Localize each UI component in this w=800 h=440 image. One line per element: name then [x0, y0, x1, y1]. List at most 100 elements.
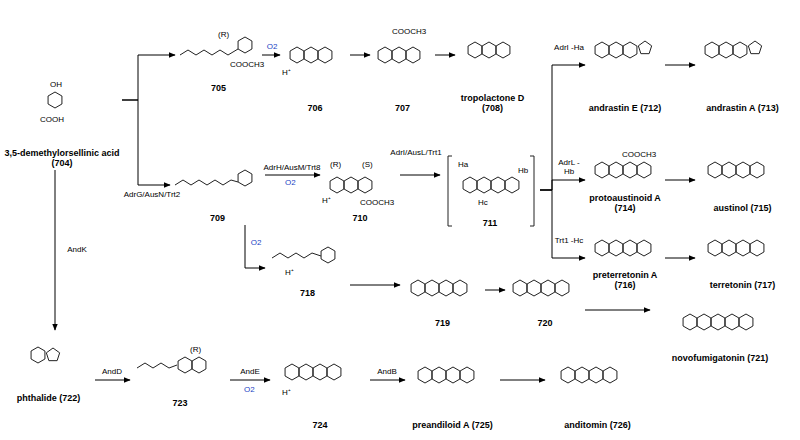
- compound-label: novofumigatonin (721): [651, 353, 789, 363]
- enzyme-label: O2: [249, 238, 263, 247]
- structure-722: [31, 347, 60, 363]
- ring: [439, 280, 453, 296]
- structure-annotation: H⁺: [282, 68, 291, 77]
- ring: [238, 170, 252, 186]
- ring: [330, 177, 344, 193]
- ring: [238, 37, 252, 53]
- compound-label: tropolactone D (708): [456, 93, 529, 113]
- compound: preterretonin A (716): [585, 225, 665, 292]
- structure-annotation: H⁺: [282, 388, 291, 397]
- compound-label: anditomin (726): [546, 420, 649, 430]
- structure-annotation: COOCH3: [230, 60, 264, 69]
- structure-annotation: H⁺: [322, 196, 331, 205]
- compound: terretonin (717): [695, 225, 790, 292]
- structure-719: [411, 280, 467, 296]
- compound-label: 709: [171, 213, 264, 223]
- compound: 718: [265, 235, 350, 300]
- structure-714: [595, 162, 651, 178]
- enzyme-label: AdrH/AusM/Trt8: [258, 163, 326, 172]
- reaction-arrow: [350, 285, 400, 286]
- structure-annotation: O2: [244, 385, 255, 394]
- reaction-arrow: [665, 258, 695, 259]
- structure-annotation: (R): [190, 345, 201, 354]
- ring: [304, 47, 318, 63]
- compound: anditomin (726): [545, 350, 650, 432]
- ring: [748, 41, 761, 54]
- ring: [178, 357, 192, 373]
- reaction-arrow: [665, 180, 695, 181]
- ring: [321, 247, 335, 263]
- compound-label: phthalide (722): [3, 393, 94, 403]
- reaction-arrow: [230, 380, 270, 381]
- compound: preandiloid A (725): [405, 350, 500, 432]
- ring: [463, 177, 477, 193]
- compound-label: 707: [371, 103, 434, 113]
- structure-annotation: COOCH3: [360, 198, 394, 207]
- compound: 705: [175, 15, 262, 95]
- ring: [736, 162, 750, 178]
- reaction-arrow: [122, 100, 170, 185]
- ring: [575, 367, 589, 383]
- ring: [290, 47, 304, 63]
- ring: [318, 47, 332, 63]
- bracket: [530, 156, 534, 226]
- enzyme-label: AndK: [62, 245, 92, 254]
- chain: [272, 253, 321, 258]
- ring: [609, 42, 623, 58]
- ring: [637, 162, 651, 178]
- ring: [482, 42, 496, 58]
- structure-708: [468, 42, 510, 58]
- enzyme-label: AndB: [373, 367, 401, 376]
- chain: [175, 180, 238, 185]
- ring: [739, 314, 753, 330]
- ring: [477, 177, 491, 193]
- ring: [708, 162, 722, 178]
- ring: [496, 42, 510, 58]
- structure-713: [705, 41, 762, 58]
- ring: [589, 367, 603, 383]
- ring: [595, 240, 609, 256]
- ring: [527, 280, 541, 296]
- ring: [722, 162, 736, 178]
- reaction-arrow: [122, 55, 175, 100]
- enzyme-label: AdrG/AusN/Trt2: [117, 190, 187, 199]
- compound: tropolactone D (708): [455, 15, 530, 115]
- structure-annotation: COOH: [40, 115, 64, 124]
- enzyme-label: AdrI/AusL/Trt1: [386, 148, 446, 157]
- structure-annotation: COOCH3: [392, 27, 426, 36]
- compound-label: 724: [271, 420, 369, 430]
- structure-724: [285, 364, 341, 380]
- ring: [453, 280, 467, 296]
- ring: [425, 280, 439, 296]
- ring: [460, 367, 474, 383]
- structure-723: [137, 357, 206, 373]
- reaction-arrow: [540, 190, 585, 258]
- compound-label: 706: [281, 103, 349, 113]
- chain: [180, 49, 238, 55]
- compound: 709: [170, 150, 265, 225]
- structure-annotation: (R): [330, 160, 341, 169]
- compound: 706: [280, 15, 350, 115]
- reaction-arrow: [370, 380, 405, 381]
- ring: [609, 240, 623, 256]
- ring: [725, 314, 739, 330]
- structure-725: [418, 367, 474, 383]
- ring: [446, 367, 460, 383]
- structure-710: [330, 177, 372, 193]
- ring: [555, 280, 569, 296]
- ring: [418, 367, 432, 383]
- chain: [137, 363, 177, 368]
- ring: [750, 240, 764, 256]
- ring: [719, 42, 733, 58]
- reaction-arrow: [262, 55, 280, 56]
- ring: [299, 364, 313, 380]
- ring: [505, 177, 519, 193]
- structure-704: [48, 92, 62, 108]
- ring: [411, 280, 425, 296]
- ring: [595, 42, 609, 58]
- compound-label: andrastin E (712): [586, 103, 664, 113]
- reaction-arrow: [665, 65, 695, 66]
- ring: [378, 47, 392, 63]
- ring: [711, 314, 725, 330]
